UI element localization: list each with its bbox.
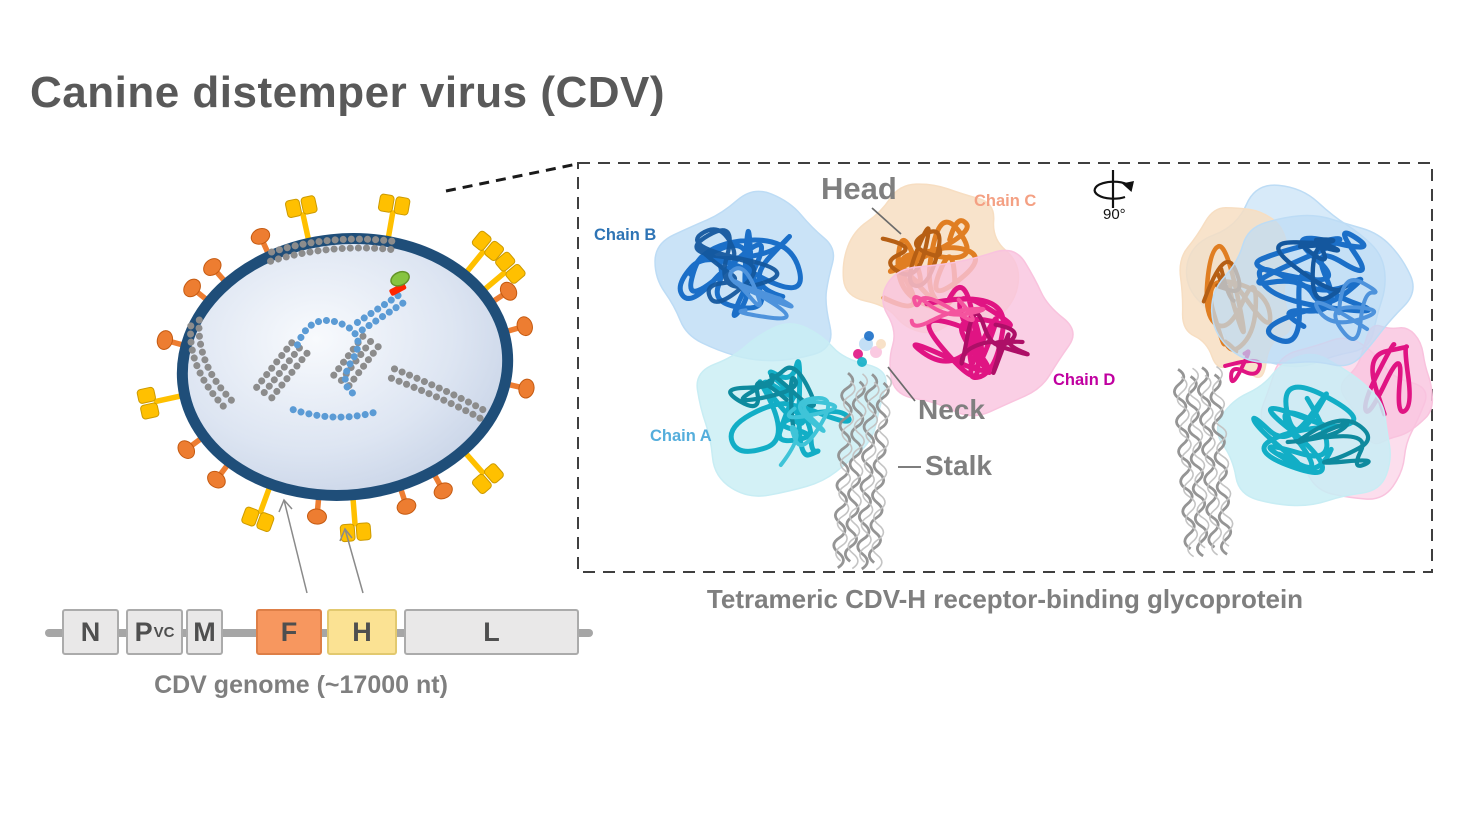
gene-box-l: L [404,609,579,655]
nucleocapsid-helix-gray [387,374,484,422]
neck-detail [876,339,886,349]
chain-b-label: Chain B [594,226,657,244]
chain-d-label: Chain D [1053,371,1116,389]
nucleocapsid-helix-gray [267,244,400,265]
neck-detail [864,331,874,341]
ribbon-squiggle [959,311,1030,375]
tetramer-structures [654,183,1434,571]
nucleocapsid-helix-gray [260,344,304,397]
polymerase-green-cap [390,270,410,287]
stalk-coiled-coil [832,371,893,571]
chain-a-label: Chain A [650,427,712,445]
polymerase-red-cap [389,282,407,296]
neck-detail [870,346,882,358]
label-leader-line [871,207,902,235]
gene-label: F [280,616,298,647]
nucleocapsid-helix-gray [195,316,237,406]
head-label: Head [821,171,897,206]
ribbon-squiggle [728,359,852,458]
gene-label: L [483,616,500,647]
label-leader-line [887,366,916,402]
stalk-coiled-coil [1173,365,1234,558]
ribbon-squiggle [694,227,780,304]
gene-to-protein-arrow [278,498,308,594]
ribbon-squiggle [881,218,978,310]
ribbon-squiggle [1285,418,1371,468]
nucleocapsid-helix-gray [345,337,386,390]
ribbon-squiggle [1314,278,1378,341]
gene-label: P [134,616,153,647]
gene-label: M [193,616,216,647]
ribbon-squiggle [728,266,794,321]
virus-particle [136,193,535,543]
ribbon-squiggle [728,365,817,436]
chain-c-label: Chain C [974,192,1037,210]
gene-label: N [80,616,101,647]
rotation-angle-label: 90° [1103,206,1126,223]
neck-label: Neck [918,394,985,425]
nucleocapsid-helix-gray [187,322,230,413]
stalk-label: Stalk [925,450,992,481]
gene-box-n: N [62,609,119,655]
neck-detail [857,357,867,367]
h-spike-icon [458,230,504,282]
nucleocapsid-helix-gray [268,235,397,256]
virus-envelope [176,233,514,501]
gene-label: H [352,616,372,647]
panel-dashed-border [577,162,1433,573]
nucleocapsid-helix-blue [293,316,363,401]
gene-to-protein-arrow [339,527,364,594]
gene-box-h: H [327,609,397,655]
neck-detail [853,349,863,359]
zoom-connector-dashed-line [445,162,578,193]
gene-label-subscript: VC [153,623,175,641]
ribbon-squiggle [778,395,837,468]
nucleocapsid-helix-blue [358,295,413,334]
rotate-90-icon [1093,170,1134,208]
h-spike-icon [284,195,318,251]
nucleocapsid-helix-gray [390,365,487,414]
ribbon-squiggle [909,295,986,328]
page-title: Canine distemper virus (CDV) [30,68,666,117]
gene-box-m: M [186,609,223,655]
nucleocapsid-helix-gray [268,349,311,402]
h-spike-icon [377,193,411,250]
panel-caption: Tetrameric CDV-H receptor-binding glycop… [706,584,1304,614]
nucleocapsid-helix-gray [253,338,296,391]
nucleocapsid-helix-gray [330,326,371,379]
nucleocapsid-helix-blue [353,287,408,326]
nucleocapsid-helix-blue [289,406,380,421]
gene-box-f: F [256,609,322,655]
genome-caption: CDV genome (~17000 nt) [154,671,448,699]
